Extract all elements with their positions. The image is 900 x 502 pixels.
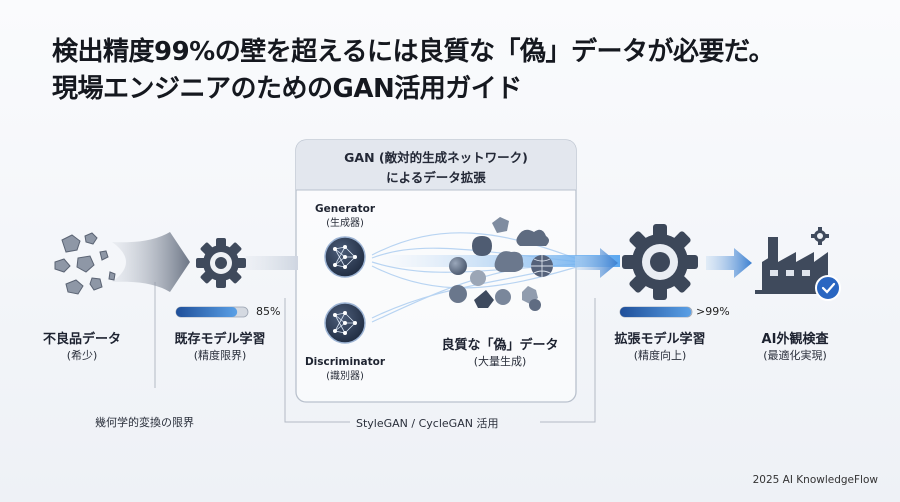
page-title: 検出精度99%の壁を超えるには良質な「偽」データが必要だ。 現場エンジニアのため… [52, 34, 775, 108]
discriminator-name: Discriminator [304, 356, 386, 368]
title-line-1: 検出精度99%の壁を超えるには良質な「偽」データが必要だ。 [52, 37, 775, 67]
footer-credit: 2025 AI KnowledgeFlow [752, 474, 878, 486]
gan-variants-note: StyleGAN / CycleGAN 活用 [356, 417, 499, 430]
step-augmented-model: 拡張モデル学習 (精度向上) [600, 331, 720, 364]
accuracy-bar-augmented [619, 306, 693, 318]
check-badge-icon [815, 275, 841, 301]
generator-node-icon [324, 236, 366, 278]
step-existing-sub: (精度限界) [193, 349, 247, 362]
step-defect-data: 不良品データ (希少) [32, 331, 132, 364]
step-inspection-sub: (最適化実現) [763, 349, 827, 362]
geometric-limit-note: 幾何学的変換の限界 [95, 416, 194, 429]
gan-title-line-1: GAN (敵対的生成ネットワーク) [344, 150, 528, 165]
step-fake-data: 良質な「偽」データ (大量生成) [435, 337, 565, 370]
step-augmented-label: 拡張モデル学習 [614, 332, 706, 347]
gan-panel [295, 139, 577, 403]
step-defect-sub: (希少) [66, 349, 98, 362]
discriminator-sub: (識別器) [326, 371, 364, 382]
gan-panel-title: GAN (敵対的生成ネットワーク) によるデータ拡張 [300, 148, 572, 188]
small-gear-icon [811, 227, 829, 245]
generated-data-icons [449, 217, 553, 311]
gear-icon [196, 238, 246, 288]
step-augmented-sub: (精度向上) [633, 349, 687, 362]
existing-accuracy-value: 85% [256, 305, 281, 318]
step-inspection-label: AI外観検査 [761, 332, 829, 347]
factory-icon [755, 237, 835, 294]
flow-band-1 [246, 256, 298, 270]
step-ai-inspection: AI外観検査 (最適化実現) [745, 331, 845, 364]
step-fake-sub: (大量生成) [473, 355, 527, 368]
flow-arrow-1 [112, 232, 190, 292]
step-existing-model: 既存モデル学習 (精度限界) [160, 331, 280, 364]
augmented-accuracy-value: >99% [696, 305, 730, 318]
step-defect-label: 不良品データ [42, 332, 121, 347]
accuracy-bar-existing [175, 306, 249, 318]
discriminator-label: Discriminator (識別器) [300, 355, 390, 384]
step-existing-label: 既存モデル学習 [174, 332, 266, 347]
title-line-2: 現場エンジニアのためのGAN活用ガイド [52, 74, 522, 104]
discriminator-node-icon [324, 302, 366, 344]
defect-fragments-icon [54, 232, 116, 295]
step-fake-label: 良質な「偽」データ [441, 338, 559, 353]
large-gear-icon [622, 224, 698, 300]
generator-sub: (生成器) [326, 218, 364, 229]
connector-lines [154, 282, 596, 423]
gan-title-line-2: によるデータ拡張 [386, 170, 486, 185]
generator-label: Generator (生成器) [305, 202, 385, 231]
flow-arrow-2 [575, 248, 618, 278]
flow-arrow-3 [706, 248, 752, 278]
generator-name: Generator [314, 203, 375, 215]
